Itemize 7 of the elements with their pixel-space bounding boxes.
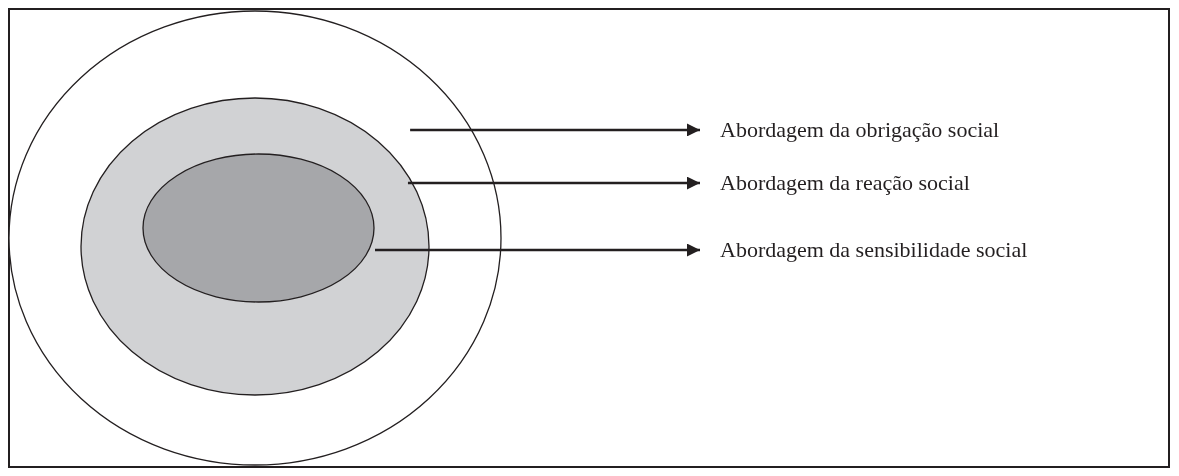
arrow xyxy=(375,243,700,257)
approach-label: Abordagem da obrigação social xyxy=(720,112,1000,148)
arrow xyxy=(410,123,700,137)
approach-label: Abordagem da reação social xyxy=(720,165,970,201)
arrow xyxy=(407,176,700,190)
ellipse xyxy=(142,153,375,303)
approach-label: Abordagem da sensibilidade social xyxy=(720,232,1028,268)
